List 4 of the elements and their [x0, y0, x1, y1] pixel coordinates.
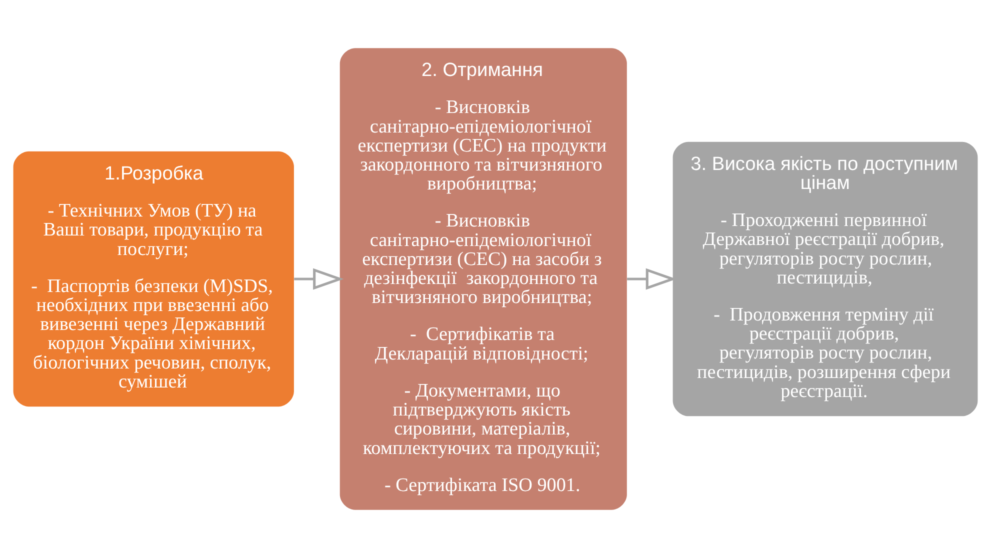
node-box: 1.Розробка - Технічних Умов (ТУ) на Ваші товари, продукцію та послуги; - Паспортів безпеки (M)SDS, необхідних при ввезенні або вивезенні через Державний кордон України хімічних, біологічних речовин, сполук, сумішей	[13, 150, 294, 406]
arrow	[294, 268, 344, 290]
node-box: 3. Висока якість по доступним цінам - Проходженні первинної Державної реєстрації добрив, регуляторів росту рослин, пестицидів, - Продовження терміну дії реєстрації добрив, регуляторів росту рослин, пестицидів, розширення сфери реєстрації.	[672, 141, 978, 416]
node-box: 2. Отримання - Висновків санітарно-епідеміологічної експертизи (СЕС) на продукти закордонного та вітчизняного виробництва; - Висновків санітарно-епідеміологічної експертизи (СЕС) на засоби з дезінфекції закордонного та вітчизняного виробництва; - Сертифікатів та Декларацій відповідності; - Документами, що підтверджують якість сировини, матеріалів, комплектуючих та продукції; - Сертифіката ISO 9001.	[340, 48, 627, 510]
